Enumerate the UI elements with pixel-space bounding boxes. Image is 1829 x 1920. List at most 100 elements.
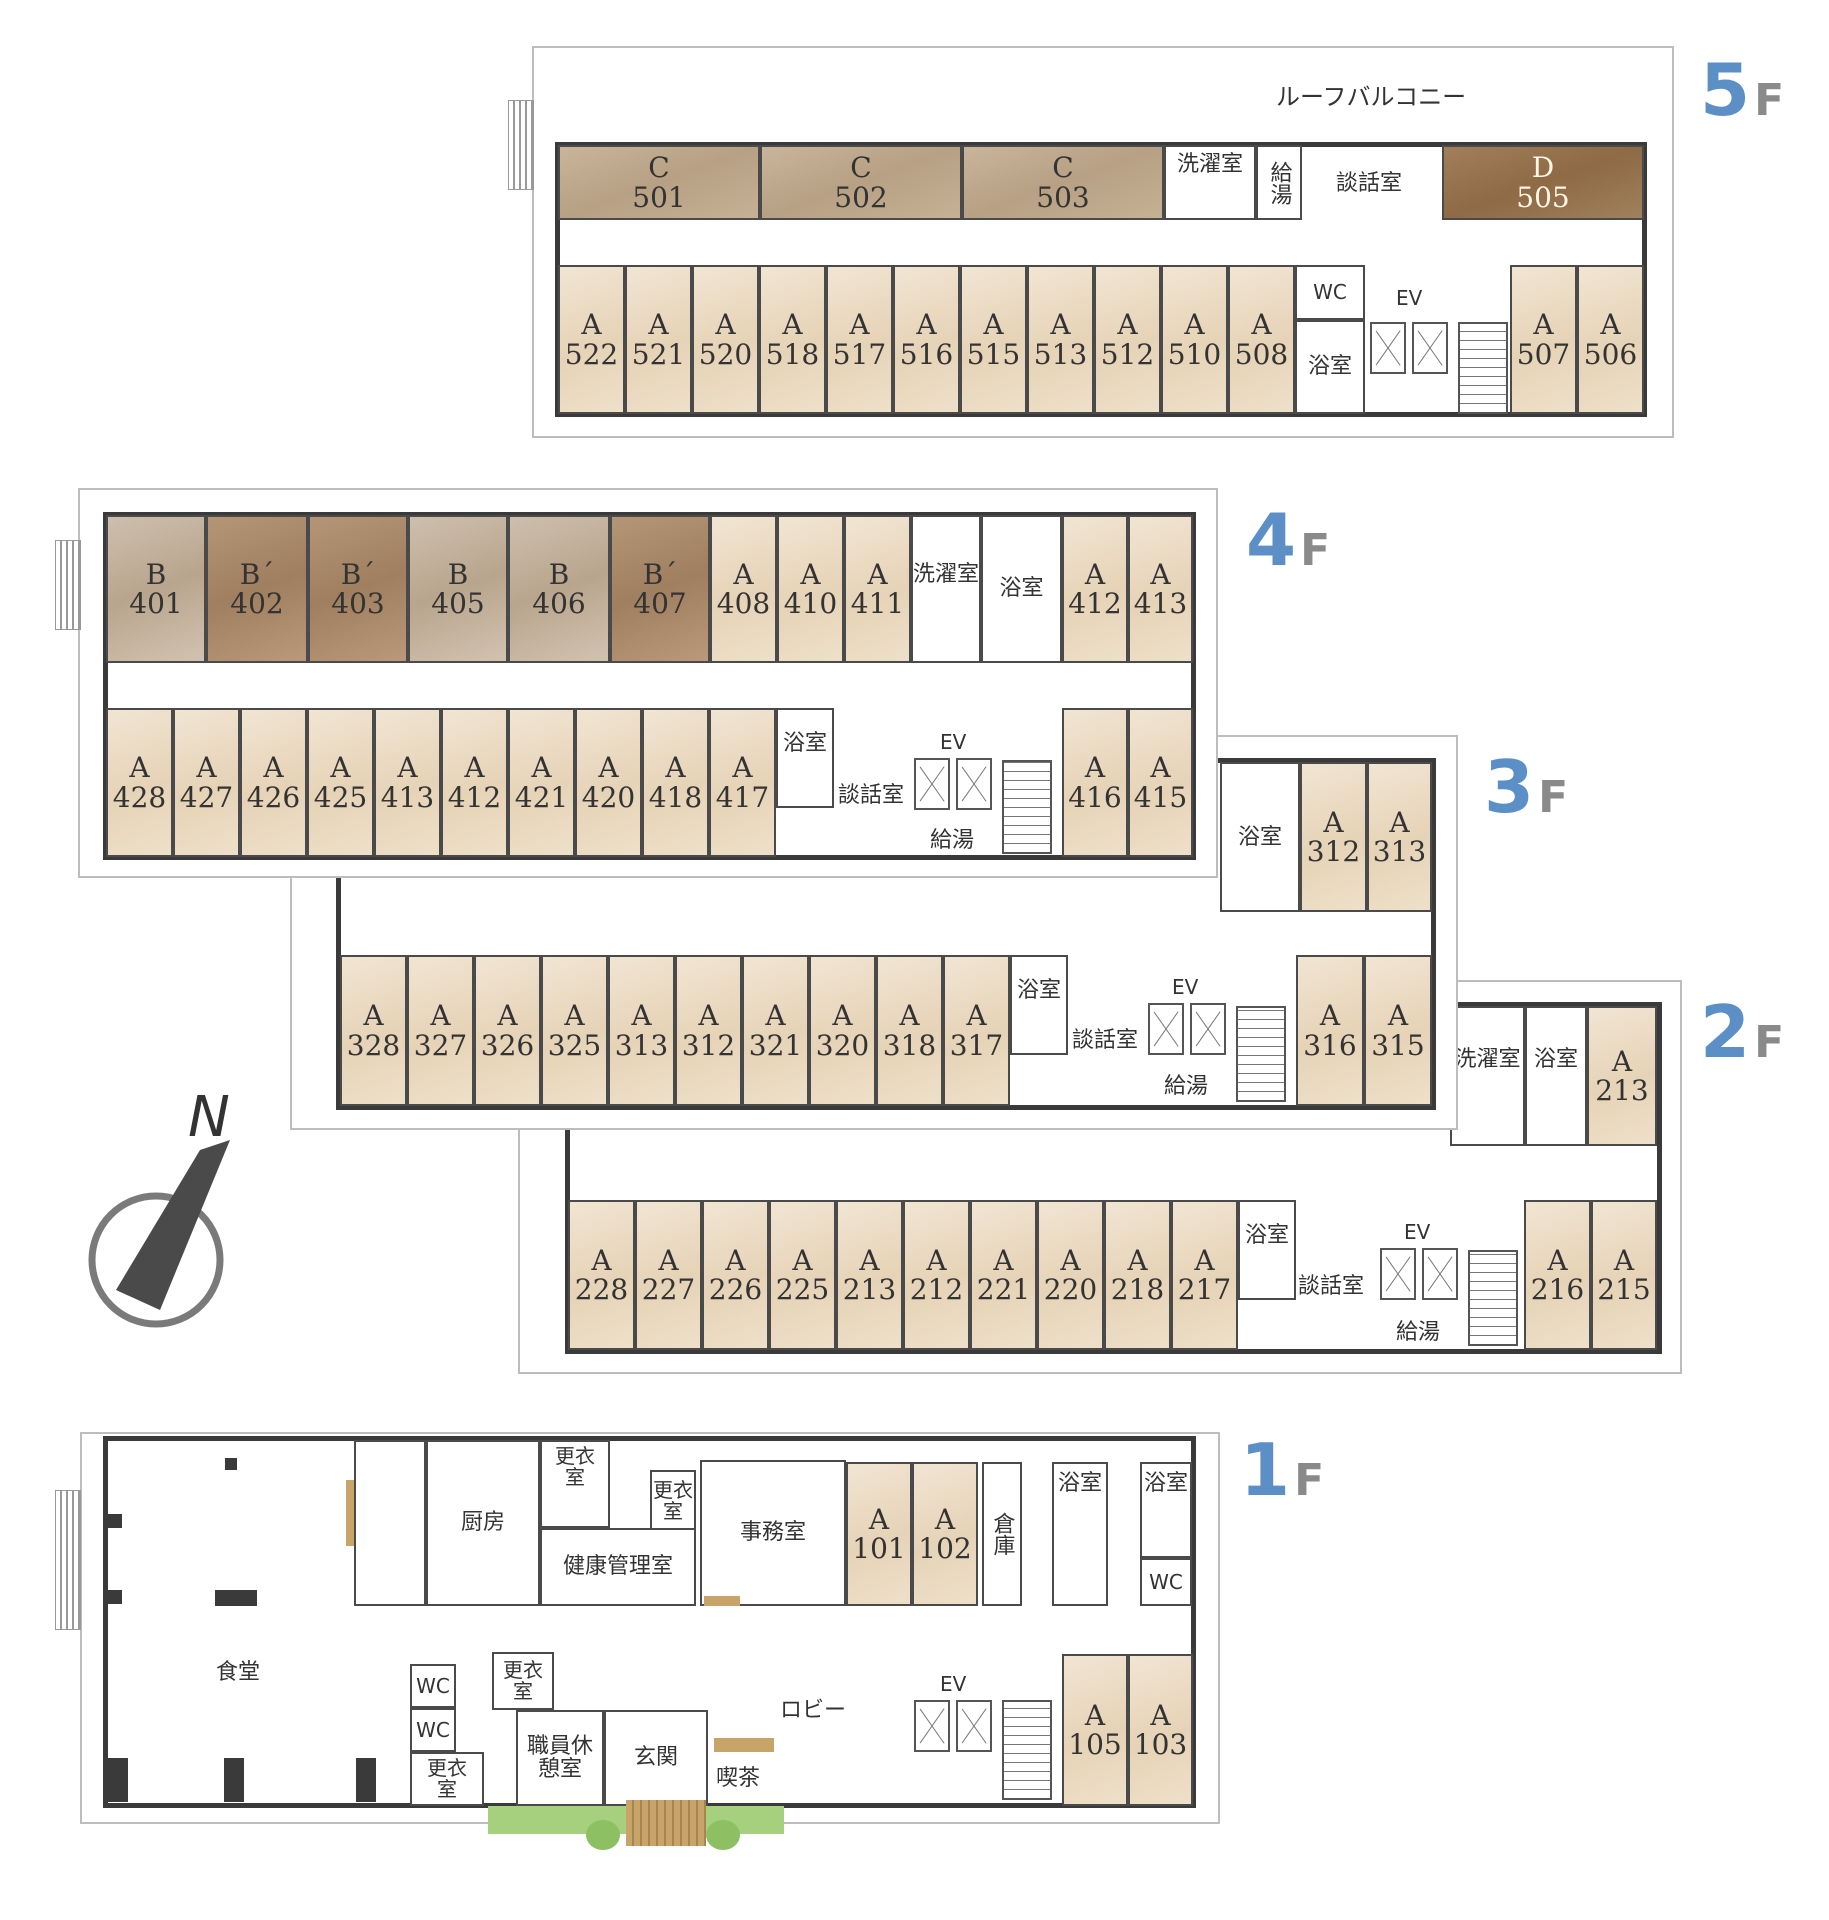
floor3-ev-label: EV — [1172, 975, 1199, 999]
floor3-elevator-2 — [1190, 1003, 1226, 1055]
floor3-bath-top: 浴室 — [1220, 762, 1300, 912]
floor1-changing-4: 更衣室 — [492, 1652, 554, 1710]
floor4-title: 4F — [1246, 498, 1331, 582]
floor2-ev-label: EV — [1404, 1220, 1431, 1244]
floor1-lobby: ロビー — [780, 1698, 847, 1723]
floor1-title: 1F — [1240, 1428, 1325, 1512]
floor1-office: 事務室 — [700, 1460, 846, 1606]
floor2-bath-top: 浴室 — [1525, 1006, 1587, 1146]
floor1-wc-right: WC — [1140, 1558, 1192, 1606]
floor4-danwa: 談話室 — [838, 783, 905, 808]
room-403[interactable]: B´403 — [308, 515, 408, 663]
floor2-elevator-2 — [1422, 1248, 1458, 1300]
floor1-storage: 倉庫 — [982, 1462, 1022, 1606]
pillar — [356, 1758, 376, 1802]
floor5-title: 5F — [1700, 48, 1785, 132]
floor1-elevator-2 — [956, 1700, 992, 1752]
room-407[interactable]: B´407 — [610, 515, 710, 663]
floor1-stairs — [1002, 1700, 1052, 1800]
floor1-balcony-rail — [55, 1490, 81, 1630]
floor1-office-counter — [704, 1596, 740, 1606]
floor5-laundry: 洗濯室 — [1164, 145, 1256, 220]
room-402[interactable]: B´402 — [206, 515, 308, 663]
pillar — [108, 1590, 122, 1604]
floor4-kyuto: 給湯 — [930, 828, 975, 853]
compass-ring — [88, 1192, 224, 1328]
north-label: N — [188, 1085, 230, 1150]
pillar — [215, 1590, 257, 1606]
floor4-ev-label: EV — [940, 730, 967, 754]
pillar — [225, 1458, 237, 1470]
floor2-danwa: 談話室 — [1298, 1274, 1365, 1299]
